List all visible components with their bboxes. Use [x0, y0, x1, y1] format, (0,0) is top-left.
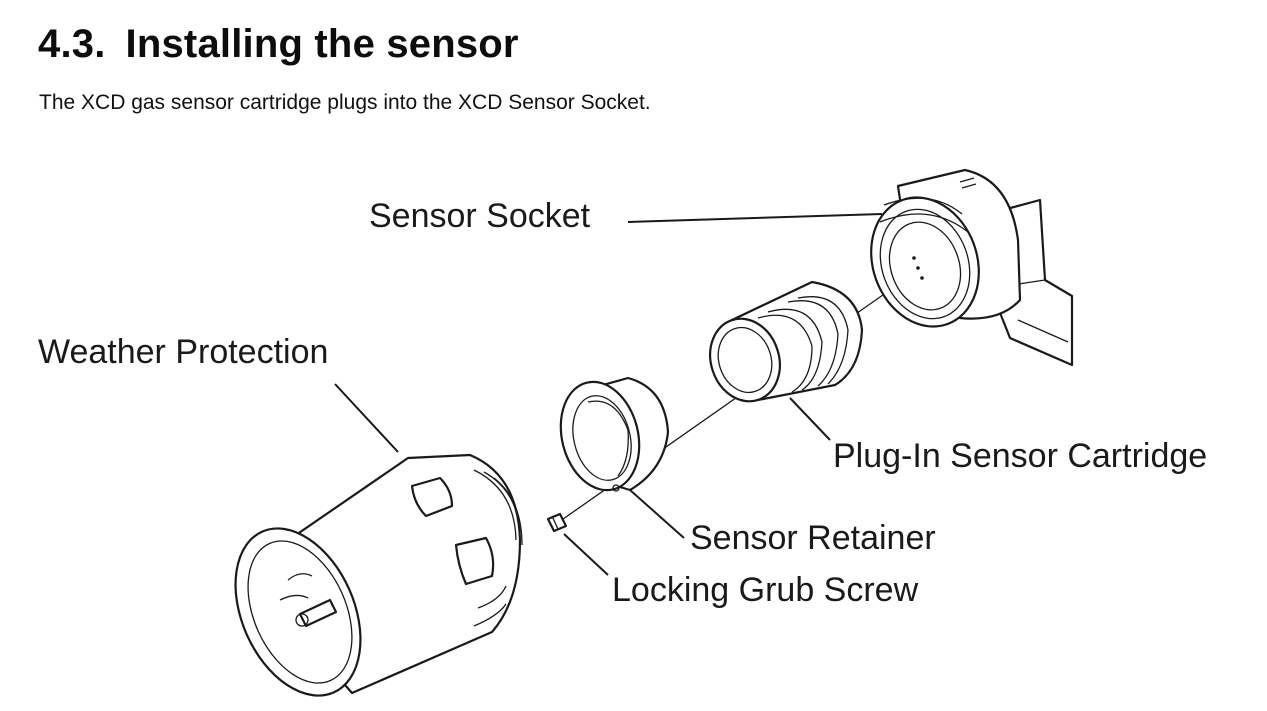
- label-sensor-retainer: Sensor Retainer: [690, 519, 936, 557]
- leader-grub-screw: [563, 533, 609, 576]
- sensor-retainer-graphic: [559, 376, 670, 492]
- label-grub-screw: Locking Grub Screw: [612, 571, 919, 609]
- label-weather-protection: Weather Protection: [38, 333, 328, 371]
- leader-retainer: [629, 489, 685, 539]
- intro-paragraph: The XCD gas sensor cartridge plugs into …: [39, 91, 651, 114]
- label-sensor-socket: Sensor Socket: [369, 197, 591, 235]
- section-title: Installing the sensor: [125, 22, 519, 66]
- leader-weather-protection: [334, 383, 399, 453]
- sensor-socket-graphic: [870, 168, 1074, 367]
- section-heading: 4.3. Installing the sensor: [38, 22, 519, 67]
- leader-sensor-socket: [627, 213, 883, 223]
- section-number: 4.3.: [38, 22, 106, 66]
- sensor-cartridge-graphic: [709, 280, 864, 403]
- weather-protection-graphic: [234, 453, 523, 697]
- label-plug-in-cartridge: Plug-In Sensor Cartridge: [833, 437, 1207, 475]
- leader-cartridge: [789, 397, 831, 441]
- grub-screw-graphic: [546, 512, 568, 533]
